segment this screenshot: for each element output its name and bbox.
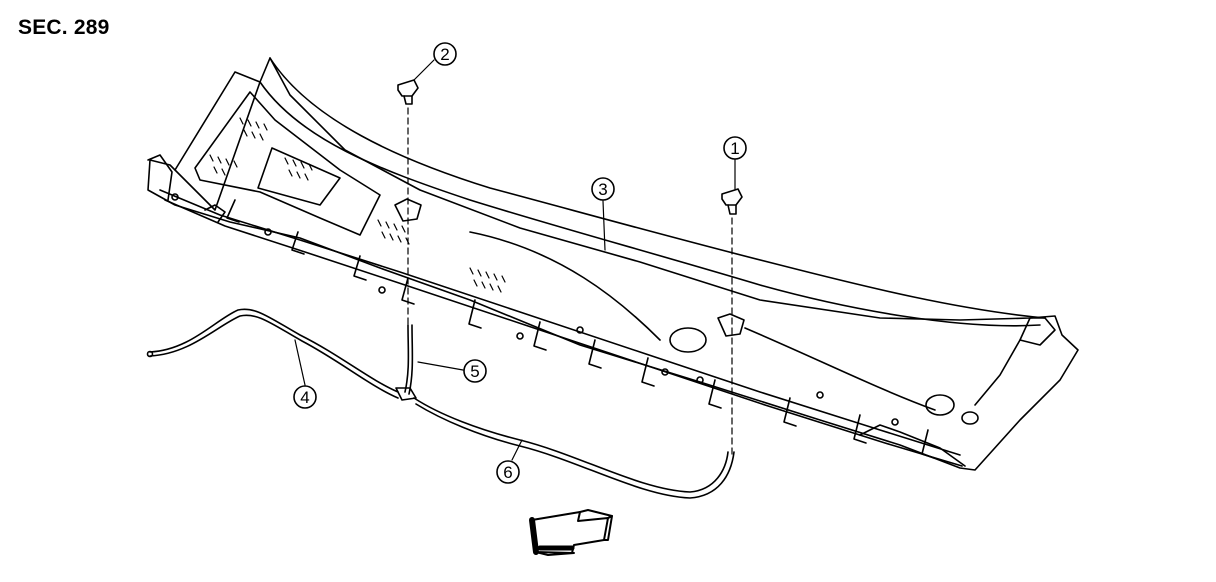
cowl-top-cover — [147, 57, 1079, 471]
washer-tube-main — [146, 308, 399, 399]
installation-guides — [407, 107, 733, 456]
callout-1-number: 1 — [730, 139, 739, 158]
callout-6: 6 — [496, 460, 520, 484]
washer-tube-branch — [395, 324, 417, 401]
surface-texture — [209, 117, 506, 293]
callout-3: 3 — [591, 177, 615, 201]
section-label: SEC. 289 — [18, 16, 110, 39]
callout-5-number: 5 — [470, 362, 479, 381]
callout-2: 2 — [433, 42, 457, 66]
front-arrow-icon — [529, 509, 613, 556]
washer-nozzle-left — [397, 79, 419, 105]
callout-5: 5 — [463, 359, 487, 383]
callout-2-number: 2 — [440, 45, 449, 64]
callout-6-number: 6 — [503, 463, 512, 482]
washer-nozzle-right — [721, 188, 743, 215]
callout-leaders — [294, 59, 736, 461]
washer-tube-right — [413, 397, 735, 499]
callout-3-number: 3 — [598, 180, 607, 199]
callout-4-number: 4 — [300, 388, 309, 407]
callout-4: 4 — [293, 385, 317, 409]
callout-1: 1 — [723, 136, 747, 160]
